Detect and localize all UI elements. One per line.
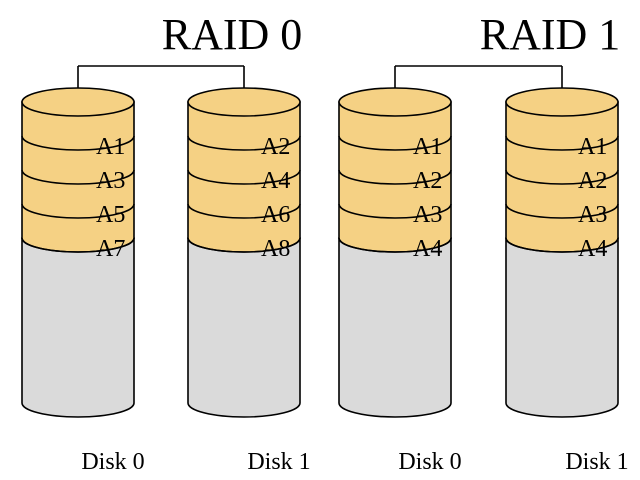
block-label: A5 bbox=[96, 202, 125, 228]
disk-label: Disk 1 bbox=[247, 449, 310, 475]
group-title: RAID 0 bbox=[162, 10, 303, 59]
empty-space bbox=[21, 237, 135, 418]
block-separator bbox=[338, 169, 452, 185]
block-separator bbox=[505, 169, 619, 185]
block-separator bbox=[187, 237, 301, 253]
block-separator bbox=[505, 203, 619, 219]
block-label: A4 bbox=[578, 236, 607, 262]
block-label: A4 bbox=[413, 236, 442, 262]
empty-space bbox=[187, 237, 301, 418]
block-label: A3 bbox=[96, 168, 125, 194]
block-label: A3 bbox=[578, 202, 607, 228]
block-label: A3 bbox=[413, 202, 442, 228]
disk-top bbox=[187, 87, 301, 117]
block-label: A2 bbox=[578, 168, 607, 194]
block-label: A2 bbox=[261, 134, 290, 160]
disk-top bbox=[338, 87, 452, 117]
block-separator bbox=[338, 237, 452, 253]
block-separator bbox=[187, 203, 301, 219]
block-separator bbox=[187, 135, 301, 151]
block-label: A6 bbox=[261, 202, 290, 228]
block-label: A1 bbox=[578, 134, 607, 160]
block-separator bbox=[505, 135, 619, 151]
block-label: A1 bbox=[96, 134, 125, 160]
block-separator bbox=[21, 135, 135, 151]
block-separator bbox=[338, 203, 452, 219]
group-title: RAID 1 bbox=[480, 10, 621, 59]
disk-label: Disk 0 bbox=[81, 449, 144, 475]
block-separator bbox=[505, 237, 619, 253]
block-label: A8 bbox=[261, 236, 290, 262]
block-separator bbox=[21, 237, 135, 253]
block-label: A1 bbox=[413, 134, 442, 160]
block-separator bbox=[21, 203, 135, 219]
block-label: A2 bbox=[413, 168, 442, 194]
block-label: A7 bbox=[96, 236, 125, 262]
disk-label: Disk 1 bbox=[565, 449, 628, 475]
disk-top bbox=[21, 87, 135, 117]
disk-top bbox=[505, 87, 619, 117]
block-separator bbox=[187, 169, 301, 185]
empty-space bbox=[338, 237, 452, 418]
disk-label: Disk 0 bbox=[398, 449, 461, 475]
empty-space bbox=[505, 237, 619, 418]
block-separator bbox=[338, 135, 452, 151]
block-separator bbox=[21, 169, 135, 185]
block-label: A4 bbox=[261, 168, 290, 194]
